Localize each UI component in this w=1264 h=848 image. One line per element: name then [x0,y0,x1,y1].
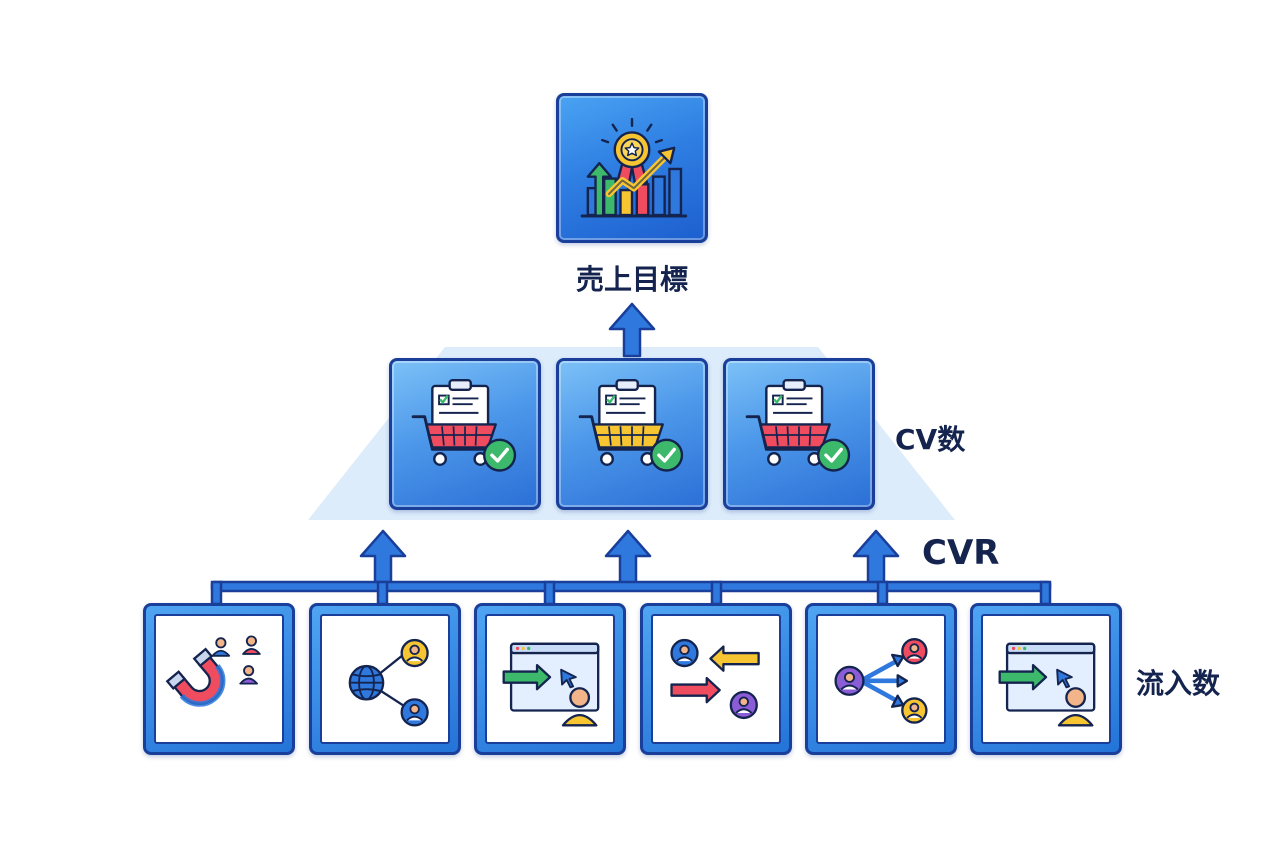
cart-checkout-red-icon [745,379,851,472]
cv-tile-1 [389,358,541,510]
cv-tile-3 [723,358,875,510]
traffic-tile-6 [970,603,1122,755]
browser-arrow-user-icon [502,642,600,727]
sales-goal-tile [556,93,708,243]
magnet-users-icon [165,635,261,707]
globe-network-users-icon [348,638,429,727]
connector-bus [210,580,1052,593]
traffic-tile-2 [309,603,461,755]
traffic-tile-5 [805,603,957,755]
arrow-to-cv-3 [852,529,900,587]
traffic-tile-4 [640,603,792,755]
cv-tile-2 [556,358,708,510]
arrow-to-cv-1 [359,529,407,587]
arrow-to-cv-2 [604,529,652,587]
cart-checkout-red-icon [411,379,517,472]
traffic-tile-1 [143,603,295,755]
arrow-to-goal [608,302,656,358]
browser-arrow-user-icon [998,642,1096,727]
traffic-tile-3 [474,603,626,755]
share-users-icon [834,638,928,724]
cvr-label: CVR [922,533,1000,573]
award-growth-chart-icon [580,117,688,218]
sales-goal-label: 売上目標 [575,263,688,296]
cv-count-label: CV数 [895,423,966,456]
cart-checkout-yellow-icon [578,379,684,472]
exchange-arrows-users-icon [670,638,760,720]
traffic-count-label: 流入数 [1136,667,1221,700]
